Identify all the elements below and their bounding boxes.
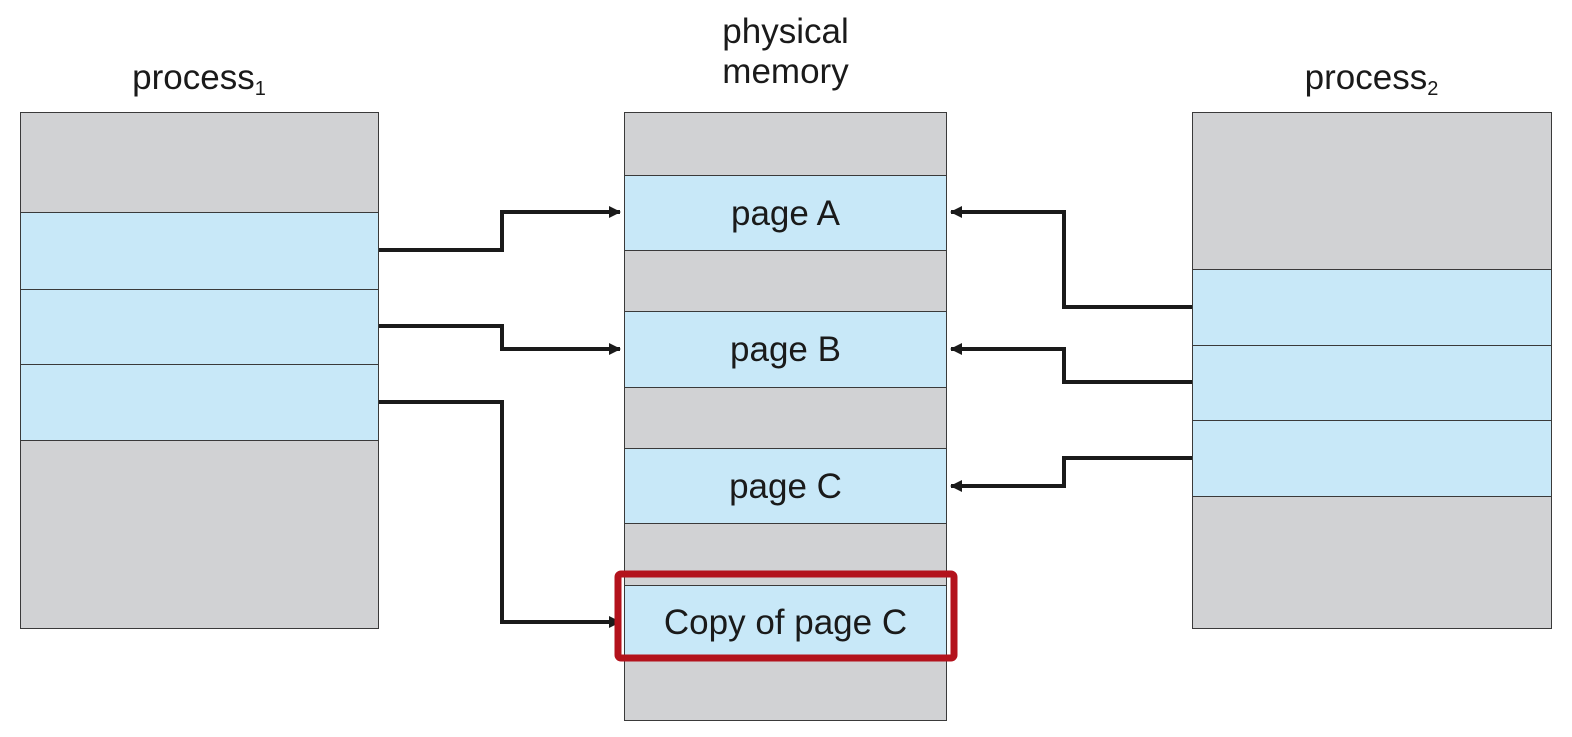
process2-page-1 [1193,269,1551,346]
copy-page-c-label: Copy of page C [663,603,908,642]
frame-divider-a [625,250,946,251]
process1-column [20,112,379,629]
frame-divider-c [625,523,946,524]
physical-memory-title-line2: memory [722,52,849,91]
arrow-p2-to-page-b [950,343,1192,384]
physical-memory-column: page A page B page C Copy of page C [624,112,947,721]
process2-title-text: process [1304,58,1428,97]
process2-column [1192,112,1552,629]
process1-page-1 [21,212,378,290]
page-b-label: page B [730,330,841,369]
process1-page-3 [21,364,378,441]
arrow-p1-to-page-b [379,324,621,355]
process2-page-2 [1193,345,1551,421]
physical-memory-title-line1: physical [722,12,849,51]
frame-page-b: page B [625,311,946,388]
process1-subscript: 1 [254,78,266,100]
process1-divider [21,440,378,441]
process2-divider [1193,496,1551,497]
process1-page-2 [21,289,378,365]
copy-page-c-highlight [614,570,958,662]
frame-page-a: page A [625,175,946,251]
frame-divider-b [625,387,946,388]
page-a-label: page A [731,194,840,233]
process2-title: process2 [1192,58,1551,109]
process2-page-3 [1193,420,1551,497]
page-c-label: page C [729,467,842,506]
process2-subscript: 2 [1427,78,1439,100]
arrow-p1-to-copy-page-c [379,400,621,628]
process1-title-text: process [132,58,255,97]
arrow-p2-to-page-a [950,206,1192,309]
arrow-p1-to-page-a [379,206,621,252]
arrow-p2-to-page-c [950,456,1192,492]
physical-memory-title: physical memory [624,12,947,92]
frame-copy-page-c: Copy of page C [625,585,946,659]
frame-page-c: page C [625,448,946,524]
process1-title: process1 [20,58,378,109]
